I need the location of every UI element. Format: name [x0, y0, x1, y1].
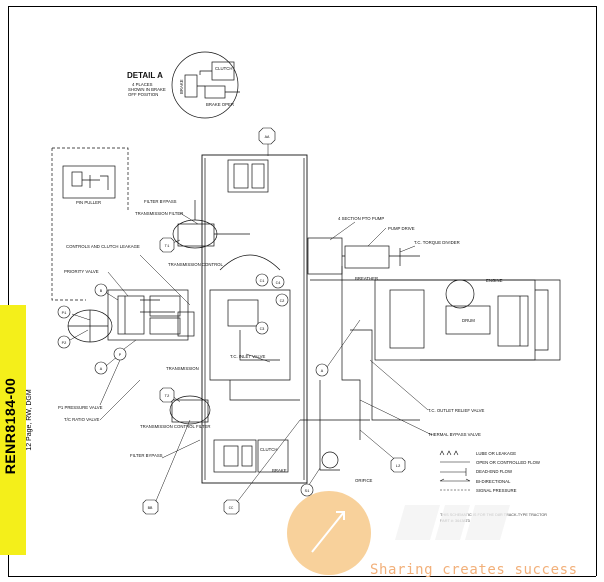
label-drum: DRUM — [462, 318, 475, 323]
label-priority-valve: PRIORITY VALVE — [64, 269, 99, 274]
border-right — [596, 6, 597, 576]
callout-s1-text: S1 — [305, 490, 310, 494]
label-pin-puller: PIN PULLER — [76, 200, 101, 205]
label-control-filter: TRANSMISSION CONTROL FILTER — [140, 424, 210, 429]
label-tc-outlet-relief: T.C. OUTLET RELIEF VALVE — [428, 408, 484, 413]
callout-c1-text: C1 — [260, 280, 265, 284]
callout-c2-text: C2 — [280, 300, 285, 304]
label-filter-bypass-top: FILTER BYPASS — [144, 199, 177, 204]
label-transmission-control: TRANSMISSION CONTROL — [168, 262, 224, 267]
orifice — [321, 451, 339, 469]
callout-c3-text: C3 — [260, 328, 265, 332]
callout-bb-text: BB — [148, 507, 153, 511]
callout-s1 — [300, 483, 314, 497]
transmission-control — [107, 289, 189, 341]
document-tab — [0, 305, 26, 555]
callout-cc — [223, 499, 240, 515]
legend-item-signal: SIGNAL PRESSURE — [476, 488, 517, 493]
callout-c3 — [255, 321, 269, 335]
callout-t1-text: T1 — [165, 245, 170, 249]
callout-top-text: AA — [265, 136, 270, 140]
detail-title: DETAIL A — [127, 71, 163, 80]
callout-t2 — [159, 387, 175, 403]
watermark-logo — [287, 491, 510, 575]
control-filter — [169, 395, 211, 425]
legend-item-dead-end: DEAD-END FLOW — [476, 469, 513, 474]
callout-p2 — [57, 335, 71, 349]
border-left — [8, 6, 9, 576]
label-engine: ENGINE — [486, 278, 503, 283]
callout-l2 — [390, 457, 406, 473]
label-torque-divider: T.C. TORQUE DIVIDER — [414, 240, 460, 245]
pto-pump — [307, 237, 343, 275]
callout-p2-text: P2 — [62, 342, 67, 346]
callout-bb — [142, 499, 159, 515]
label-orifice: ORIFICE — [355, 478, 373, 483]
callout-a2 — [315, 363, 329, 377]
callout-cc-text: CC — [229, 507, 234, 511]
callout-b2 — [113, 347, 127, 361]
callout-c4-text: C4 — [276, 282, 281, 286]
label-pto-pump: 4 SECTION PTO PUMP — [338, 216, 384, 221]
callout-t2-text: T2 — [165, 395, 170, 399]
callout-b2-text: P — [119, 354, 122, 358]
detail-sub3: OFF POSITION — [128, 92, 158, 97]
label-tc-inlet-valve: T.C. INLET VALVE — [230, 354, 265, 359]
border-top — [8, 6, 596, 7]
legend-item-bi-directional: BI-DIRECTIONAL — [476, 479, 511, 484]
detail-a-circle — [171, 51, 239, 119]
detail-brake-oper: BRAKE OPER — [206, 102, 234, 107]
label-thermal-bypass: THERMAL BYPASS VALVE — [428, 432, 481, 437]
pin-puller-box — [62, 165, 116, 199]
label-pump-drive: PUMP DRIVE — [388, 226, 415, 231]
main-column — [201, 154, 308, 484]
label-transmission: TRANSMISSION — [166, 366, 199, 371]
callout-l2-text: L2 — [396, 465, 401, 469]
callout-b1-text: B — [100, 290, 103, 294]
callout-a2-text: A — [321, 370, 324, 374]
label-tc-ratio-valve: T/C RATIO VALVE — [64, 417, 99, 422]
detail-brake: BRAKE — [179, 79, 184, 94]
label-breather: BREATHER — [355, 276, 378, 281]
border-bottom — [8, 576, 596, 577]
callout-b1 — [94, 283, 108, 297]
drum-box — [445, 305, 491, 335]
label-transmission-filter: TRANSMISSION FILTER — [135, 211, 183, 216]
callout-t1 — [159, 237, 175, 253]
label-controls-clutch-leakage: CONTROLS AND CLUTCH LEAKAGE — [66, 244, 140, 249]
callout-c2 — [275, 293, 289, 307]
detail-sub1: 4 PLACES — [132, 82, 153, 87]
detail-sub2: SHOWN IN BRAKE — [128, 87, 166, 92]
legend-item-lube: LUBE OR LEAKAGE — [476, 451, 516, 456]
label-clutch-bottom: CLUTCH — [260, 447, 277, 452]
callout-a1-text: A — [100, 368, 103, 372]
callout-a1 — [94, 361, 108, 375]
callout-c4 — [271, 275, 285, 289]
label-brake-bottom: BRAKE — [272, 468, 287, 473]
legend-symbols — [439, 450, 471, 491]
legend-item-open-flow: OPEN OR CONTROLLED FLOW — [476, 460, 541, 465]
detail-clutch: CLUTCH — [215, 66, 232, 71]
label-filter-bypass-bottom: FILTER BYPASS — [130, 453, 163, 458]
callout-p1-text: P1 — [62, 312, 67, 316]
callout-p1 — [57, 305, 71, 319]
watermark-text: Sharing creates success — [370, 562, 578, 578]
callout-top — [258, 127, 276, 145]
label-p1-pressure-valve: P1 PRESSURE VALVE — [58, 405, 103, 410]
callout-c1 — [255, 273, 269, 287]
